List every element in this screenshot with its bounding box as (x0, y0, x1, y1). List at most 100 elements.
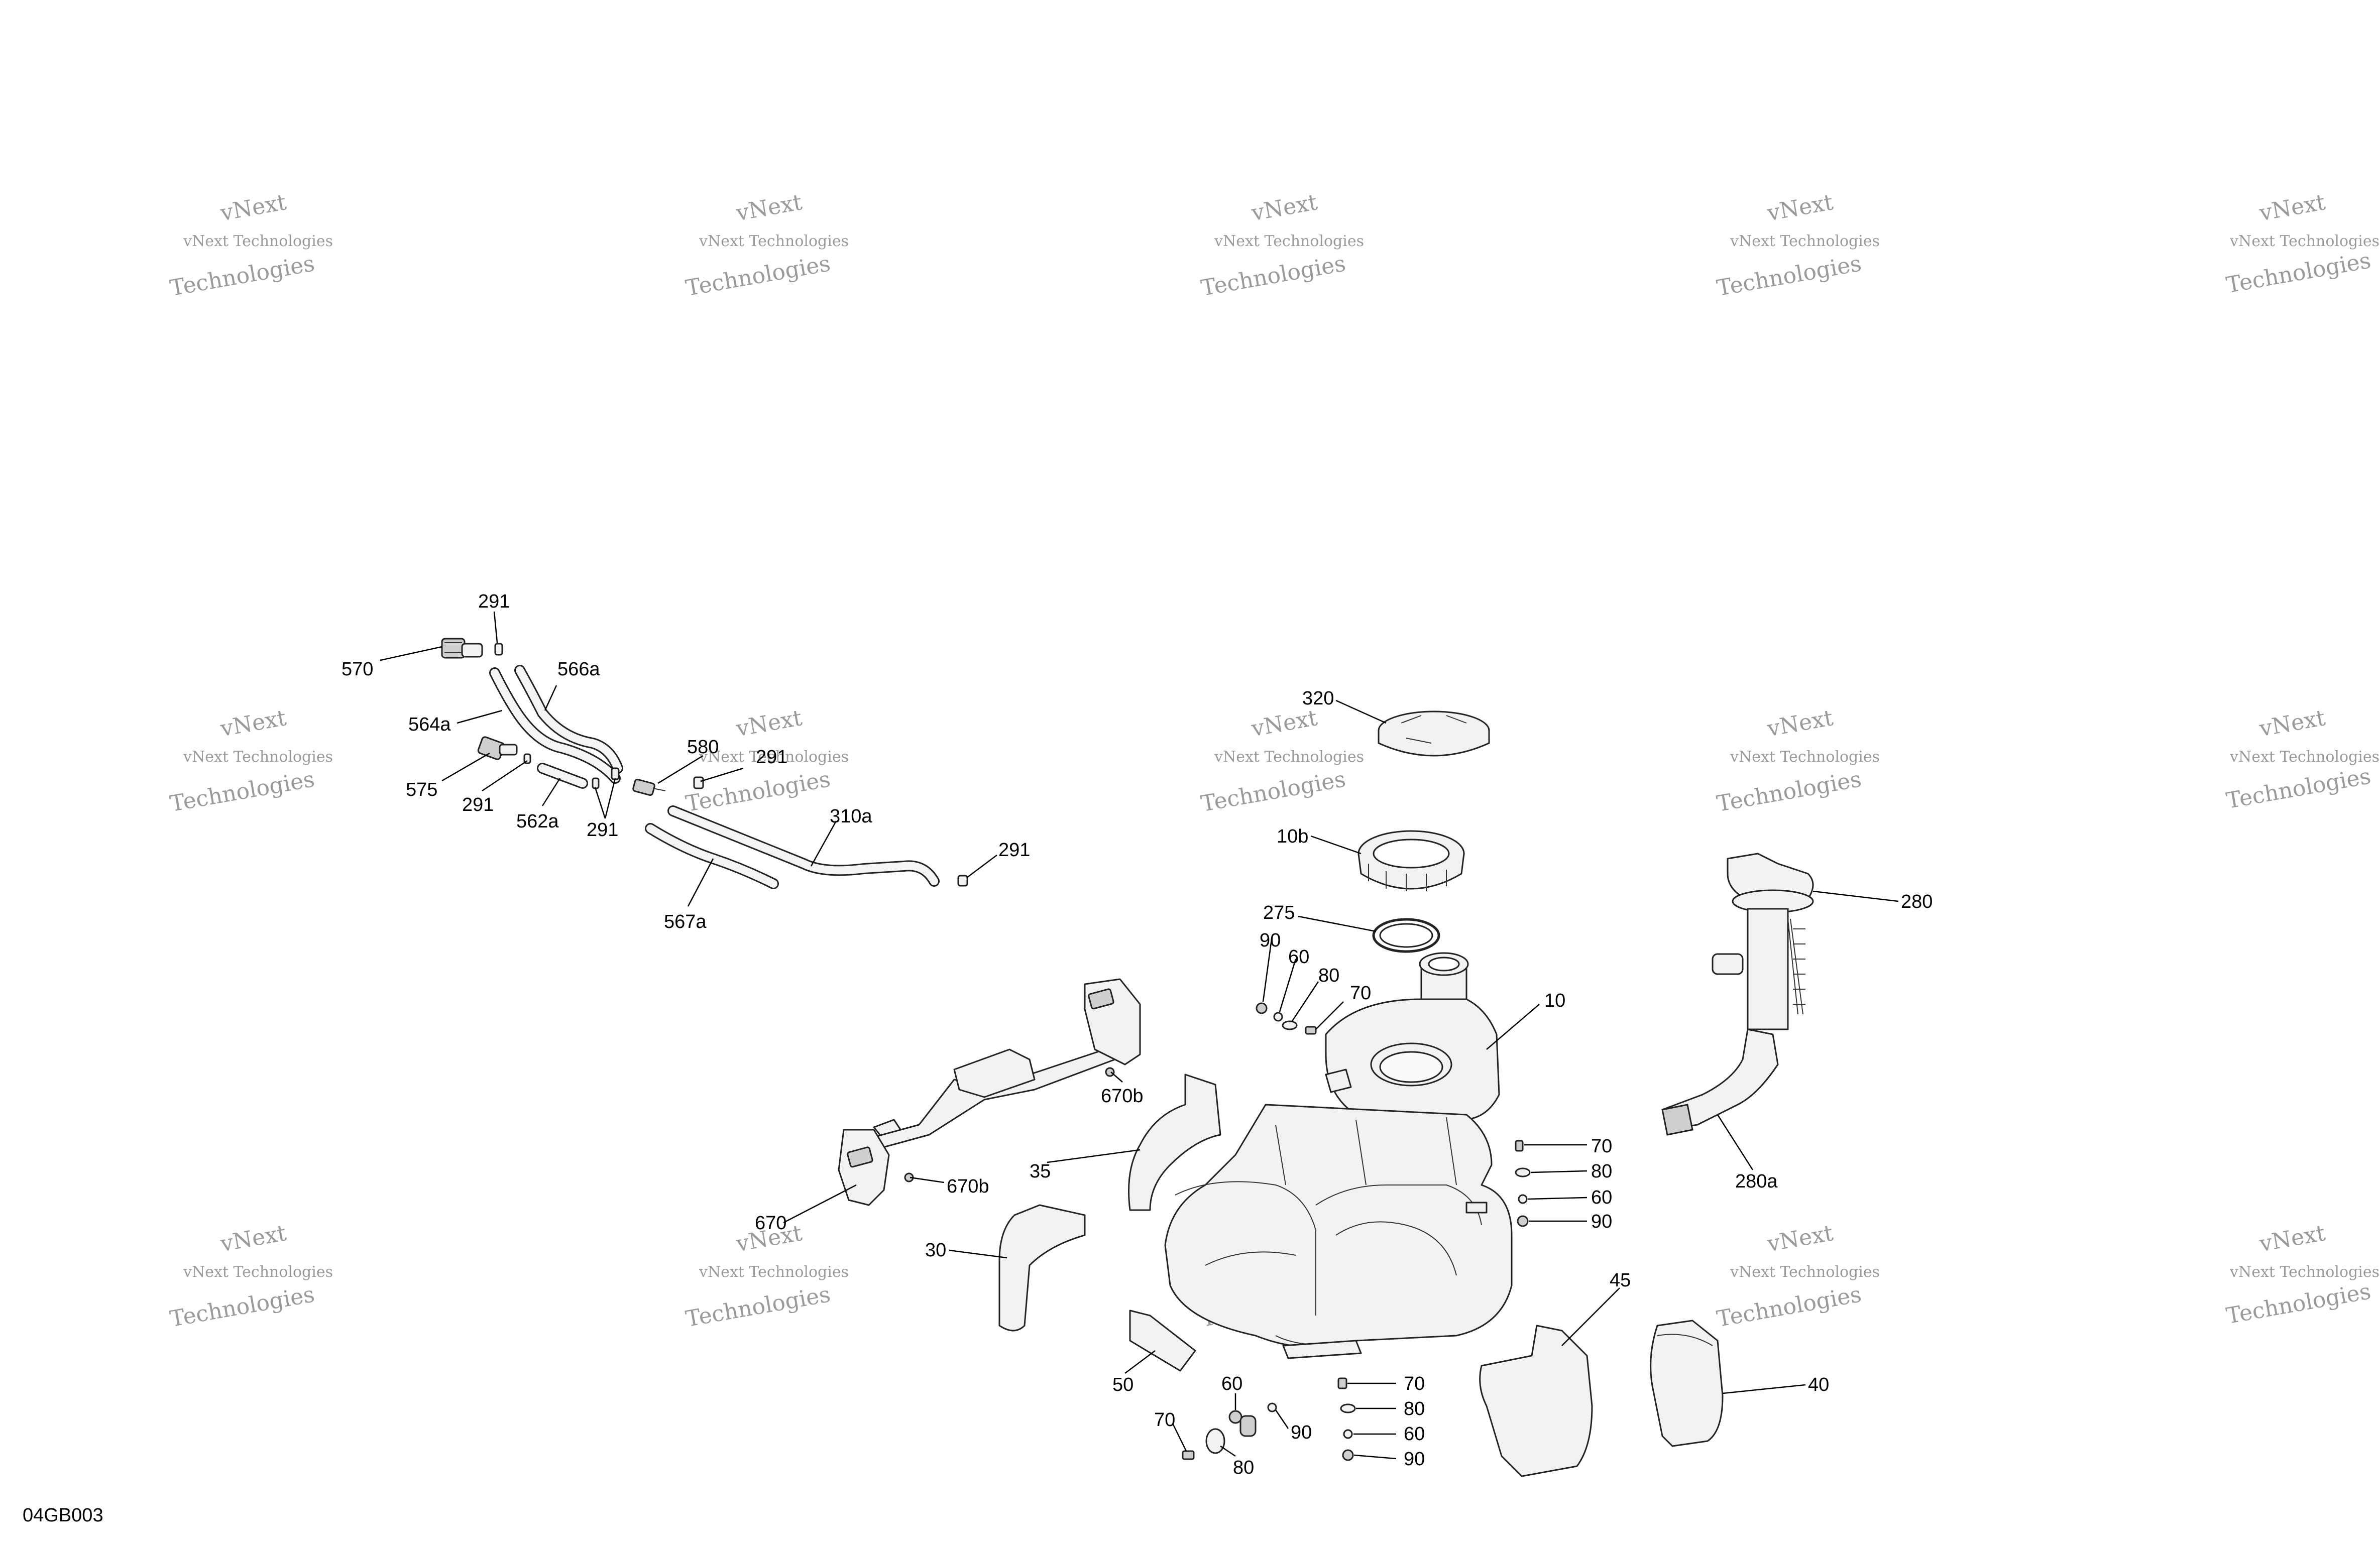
watermark-tile: vNext vNext Technologies Technologies (1715, 705, 1880, 817)
callout-30: 30 (925, 1240, 946, 1261)
watermark-line2: vNext Technologies (1730, 1263, 1880, 1281)
part-670-bracket (838, 978, 1141, 1206)
hardware-set-bottom-left (1182, 1402, 1277, 1460)
callout-562a: 562a (516, 811, 559, 832)
watermark-tile: vNext vNext Technologies Technologies (684, 189, 849, 301)
callout-670b: 670b (1101, 1086, 1144, 1107)
part-575-quick-connector (477, 736, 518, 760)
part-291-clamp (611, 767, 620, 780)
callout-567a: 567a (664, 911, 707, 932)
callout-291: 291 (478, 591, 510, 612)
watermark-line1: vNext (218, 705, 288, 742)
hardware-set-bottom-center (1337, 1377, 1356, 1461)
callout-90: 90 (1404, 1449, 1425, 1470)
watermark-tile: vNext vNext Technologies Technologies (168, 1220, 333, 1332)
callout-10b: 10b (1277, 826, 1308, 847)
callout-564a: 564a (408, 714, 451, 735)
part-291-clamp (494, 643, 503, 656)
watermark-line1: vNext (2257, 705, 2327, 742)
part-291-clamp (592, 777, 600, 789)
watermark-line2: vNext Technologies (2229, 748, 2379, 766)
watermark-line1: vNext (1765, 189, 1835, 226)
watermark-line2: vNext Technologies (699, 1263, 849, 1281)
callout-10: 10 (1544, 990, 1565, 1011)
callout-70: 70 (1350, 983, 1371, 1004)
callout-80: 80 (1233, 1457, 1254, 1478)
part-275-gasket (1372, 918, 1440, 953)
callout-291: 291 (462, 794, 494, 815)
part-562a-hose (537, 763, 588, 789)
watermark-line3: Technologies (1199, 251, 1348, 301)
part-280-fuel-pump (1661, 853, 1814, 1136)
callout-275: 275 (1263, 902, 1295, 923)
watermark-tile: vNext vNext Technologies Technologies (168, 705, 333, 817)
callout-70: 70 (1591, 1136, 1612, 1157)
part-320-fuel-cap (1378, 710, 1490, 757)
watermark-tile: vNext vNext Technologies Technologies (684, 1220, 849, 1332)
watermark-line2: vNext Technologies (183, 748, 333, 766)
watermark-line1: vNext (734, 189, 804, 226)
part-291-clamp (957, 875, 968, 887)
part-10-fuel-tank (1164, 952, 1513, 1359)
callout-310a: 310a (830, 806, 872, 827)
watermark-line3: Technologies (2224, 763, 2373, 814)
watermark-line2: vNext Technologies (1214, 232, 1364, 250)
watermark-line1: vNext (2257, 1220, 2327, 1257)
watermark-line1: vNext (2257, 189, 2327, 226)
part-30-heat-shield (998, 1204, 1086, 1332)
callout-291: 291 (587, 819, 618, 841)
callout-90: 90 (1260, 930, 1281, 951)
callout-566a: 566a (557, 659, 600, 680)
callout-80: 80 (1318, 965, 1339, 986)
callout-60: 60 (1591, 1187, 1612, 1208)
part-566a-hose (514, 665, 623, 774)
callout-575: 575 (406, 779, 437, 800)
watermark-line3: Technologies (684, 766, 833, 817)
watermark-line3: Technologies (1715, 251, 1864, 301)
watermark-line1: vNext (218, 1220, 288, 1257)
watermark-line1: vNext (1249, 189, 1319, 226)
watermark-line2: vNext Technologies (1730, 748, 1880, 766)
callout-35: 35 (1030, 1161, 1051, 1182)
part-50-pad (1129, 1310, 1196, 1372)
watermark-line3: Technologies (2224, 1278, 2373, 1329)
watermark-tile: vNext vNext Technologies Technologies (168, 189, 333, 301)
callout-70: 70 (1404, 1373, 1425, 1394)
watermark-line1: vNext (1765, 705, 1835, 742)
callout-291: 291 (998, 840, 1030, 861)
callout-60: 60 (1221, 1373, 1242, 1394)
figure-code: 04GB003 (23, 1505, 103, 1526)
part-10b-retaining-ring (1357, 830, 1465, 891)
leader-lines (380, 611, 1899, 1460)
callout-80: 80 (1404, 1398, 1425, 1419)
part-564a-hose (489, 667, 621, 784)
watermark-line1: vNext (1765, 1220, 1835, 1257)
callout-50: 50 (1112, 1374, 1134, 1395)
part-580-fitting (632, 778, 666, 796)
callout-291: 291 (756, 747, 787, 768)
watermark-line1: vNext (734, 705, 804, 742)
watermark-line3: Technologies (168, 766, 317, 817)
watermark-line2: vNext Technologies (183, 232, 333, 250)
watermark-line3: Technologies (2224, 248, 2373, 298)
watermark-line2: vNext Technologies (2229, 1263, 2379, 1281)
watermark-line2: vNext Technologies (183, 1263, 333, 1281)
watermark-tile: vNext vNext Technologies Technologies (1199, 705, 1364, 817)
watermark-line3: Technologies (1715, 766, 1864, 817)
watermark-tile: vNext vNext Technologies Technologies (2224, 705, 2379, 814)
part-570-quick-connector (441, 638, 483, 659)
watermark-line3: Technologies (1199, 766, 1348, 817)
hardware-set-right (1515, 1140, 1531, 1227)
callout-90: 90 (1291, 1422, 1312, 1443)
watermark-line3: Technologies (684, 251, 833, 301)
watermark-tile: vNext vNext Technologies Technologies (1715, 1220, 1880, 1332)
watermark-line2: vNext Technologies (699, 748, 849, 766)
callout-45: 45 (1610, 1270, 1631, 1291)
callout-320: 320 (1302, 688, 1334, 709)
callout-670: 670 (755, 1213, 786, 1234)
callout-80: 80 (1591, 1161, 1612, 1182)
watermark-line3: Technologies (168, 1281, 317, 1332)
watermark-line1: vNext (218, 189, 288, 226)
callout-40: 40 (1808, 1374, 1829, 1395)
